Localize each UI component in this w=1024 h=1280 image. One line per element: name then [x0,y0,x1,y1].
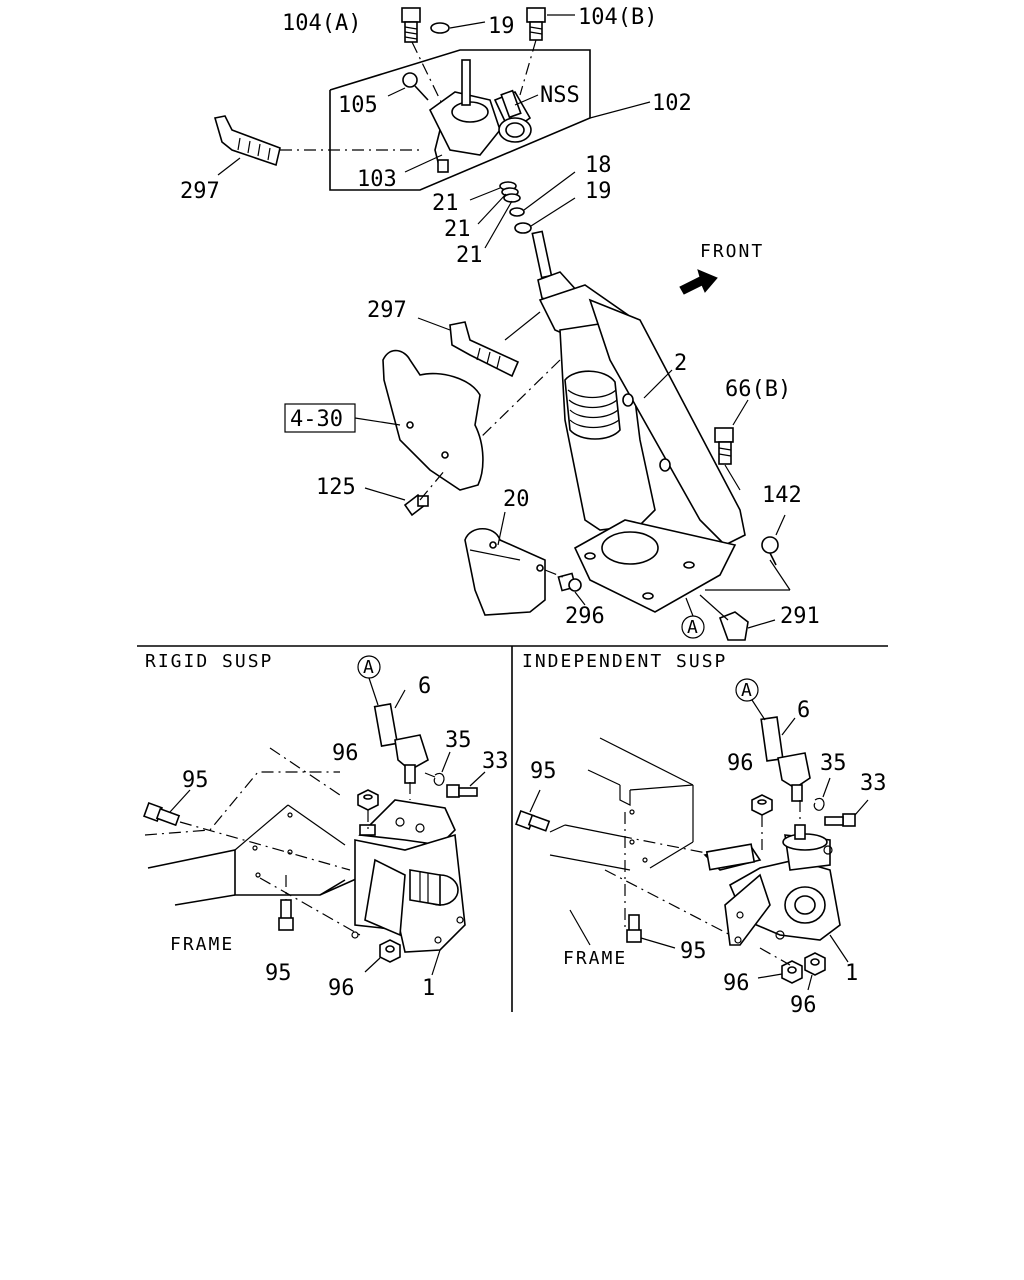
independent-callout-96-bottom-right: 96 [790,993,817,1018]
callout-291: 291 [780,604,820,629]
independent-callout-95-bottom: 95 [680,939,707,964]
callout-18: 18 [585,153,612,178]
independent-steering-gear-1-part [703,824,841,946]
bolt-104b-part [526,7,546,41]
bolt-105-part [402,72,429,101]
screw-125-part [403,493,429,517]
front-direction-label: FRONT [700,241,764,262]
rigid-callout-6: 6 [418,674,431,699]
callout-21-a: 21 [432,191,459,216]
callout-2: 2 [674,351,687,376]
callout-142: 142 [762,483,802,508]
independent-susp-drawing [515,678,869,991]
independent-clip-35-part [813,797,825,811]
rigid-susp-title: RIGID SUSP [145,651,273,672]
upper-assembly-drawing [213,7,791,641]
independent-bolt-33-part [824,813,856,827]
callout-20: 20 [503,487,530,512]
callout-21-b: 21 [444,217,471,242]
independent-susp-title: INDEPENDENT SUSP [522,651,727,672]
callout-labels: 104(A) 19 104(B) 105 NSS 102 297 103 18 … [145,5,887,1018]
o-ring-19-part [430,22,450,34]
rigid-bolt-95-left-part [143,802,181,827]
rigid-callout-96-bottom: 96 [328,976,355,1001]
column-switch-housing-part [428,59,532,173]
independent-bolt-95-bottom-part [626,914,642,943]
callout-4-30: 4-30 [290,407,343,432]
rigid-shaft-6-part [373,702,429,784]
independent-nut-96-bottom-left-part [781,960,803,984]
rigid-frame-label: FRAME [170,934,234,955]
bolt-296-part [557,572,582,592]
rigid-callout-95-bottom: 95 [265,961,292,986]
rigid-callout-33: 33 [482,749,509,774]
callout-19-top: 19 [488,14,515,39]
callout-296: 296 [565,604,605,629]
bracket-20-part [464,527,546,616]
bolt-104a-part [401,7,421,43]
rigid-callout-95-left: 95 [182,768,209,793]
callout-297-top: 297 [180,179,220,204]
o-ring-19b-part [514,222,532,234]
callout-104a: 104(A) [282,11,361,36]
independent-callout-6: 6 [797,698,810,723]
callout-105: 105 [338,93,378,118]
independent-callout-95-left: 95 [530,759,557,784]
callout-circle-a-top: A [687,617,700,638]
rigid-callout-96-top: 96 [332,741,359,766]
rigid-nut-96-bottom-part [379,939,401,963]
screw-142-part [761,536,779,566]
rigid-susp-drawing [143,655,486,976]
independent-callout-96-top: 96 [727,751,754,776]
callout-19-mid: 19 [585,179,612,204]
independent-callout-96-bottom-left: 96 [723,971,750,996]
washer-18-part [509,207,525,217]
callout-21-c: 21 [456,243,483,268]
independent-callout-35: 35 [820,751,847,776]
rigid-bolt-33-part [446,784,478,798]
callout-104b: 104(B) [578,5,657,30]
independent-frame-label: FRAME [563,948,627,969]
independent-callout-1: 1 [845,961,858,986]
steering-column-2-part [531,230,746,613]
rigid-callout-1: 1 [422,976,435,1001]
front-arrow-icon [679,269,718,295]
rigid-clip-35-part [433,772,445,786]
callout-nss: NSS [540,83,580,108]
callout-103: 103 [357,167,397,192]
independent-nut-96-bottom-right-part [804,952,826,976]
bolt-66b-part [714,427,734,465]
cover-plate-4-30-part [382,349,484,491]
rigid-callout-35: 35 [445,728,472,753]
band-clamp-297-part-mid [449,321,520,378]
rigid-circle-a: A [363,657,376,678]
callout-102: 102 [652,91,692,116]
band-clamp-297-part-top [213,115,281,167]
washers-21-part [499,181,521,203]
callout-125: 125 [316,475,356,500]
callout-297-mid: 297 [367,298,407,323]
independent-bolt-95-left-part [515,810,551,832]
independent-callout-33: 33 [860,771,887,796]
callout-66b: 66(B) [725,377,791,402]
independent-nut-96-top-part [751,794,773,816]
rigid-bolt-95-bottom-part [278,899,294,931]
independent-shaft-6-part [760,716,811,802]
rigid-steering-gear-1-part [351,799,466,953]
independent-circle-a: A [741,680,754,701]
rigid-nut-96-top-part [357,789,379,811]
